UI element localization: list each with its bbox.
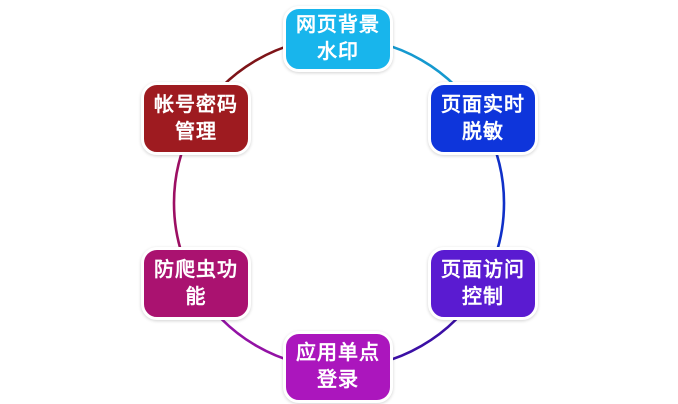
node-label-line1: 帐号密码 [154,93,238,116]
node-label-line2: 水印 [317,41,359,63]
node-anti-crawler-function: 防爬虫功 能 [141,247,251,320]
node-label-line2: 脱敏 [462,120,504,143]
node-label-line1: 页面实时 [441,93,525,116]
node-label-line1: 网页背景 [296,14,380,36]
node-app-single-sign-on: 应用单点 登录 [283,331,393,403]
node-account-password-mgmt: 帐号密码 管理 [141,82,251,155]
node-label-line1: 防爬虫功 [154,258,238,281]
node-label-line2: 登录 [317,369,359,391]
node-label-line2: 能 [185,285,207,308]
node-web-background-watermark: 网页背景 水印 [283,6,393,72]
node-label-line2: 管理 [175,120,217,143]
node-page-access-control: 页面访问 控制 [428,247,538,320]
node-page-realtime-masking: 页面实时 脱敏 [428,82,538,155]
node-label-line2: 控制 [462,285,504,308]
node-label-line1: 页面访问 [441,258,525,281]
node-label-line1: 应用单点 [296,342,380,364]
